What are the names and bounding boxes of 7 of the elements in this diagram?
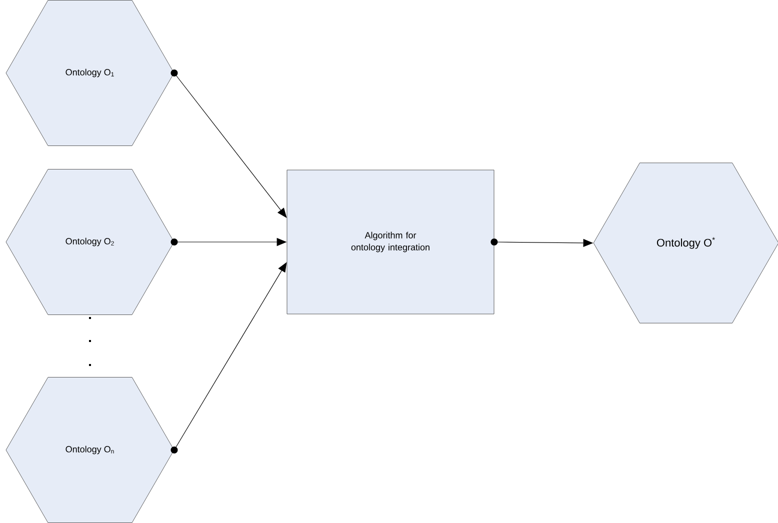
process-box: Algorithm for ontology integration (286, 170, 494, 314)
hexagon-node: Ontology O$^{*}$ (593, 162, 778, 324)
hexagon-node: Ontology O$_{2}$ (6, 169, 174, 315)
arrow (170, 262, 287, 454)
hexagon-node: Ontology O$_{n}$ (6, 377, 174, 523)
hexagon-node: Ontology O$_{1}$ (6, 0, 174, 146)
arrow (170, 70, 287, 218)
